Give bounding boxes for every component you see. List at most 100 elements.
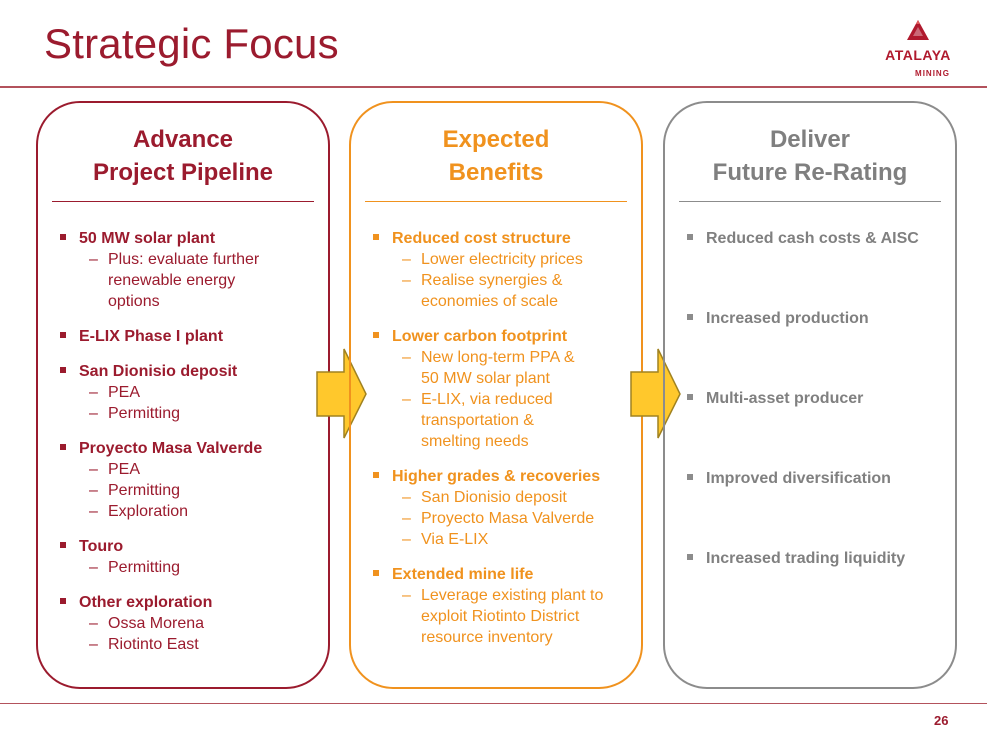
square-bullet-icon bbox=[373, 570, 379, 576]
square-bullet-icon bbox=[687, 314, 693, 320]
column-heading-line2: Project Pipeline bbox=[92, 159, 274, 186]
bullet-item: Higher grades & recoveries–San Dionisio … bbox=[373, 466, 629, 550]
square-bullet-icon bbox=[373, 472, 379, 478]
sub-bullet-item: –San Dionisio deposit bbox=[392, 487, 629, 508]
sub-bullet-text: E-LIX, via reduced bbox=[421, 391, 553, 408]
dash-marker: – bbox=[402, 531, 411, 548]
sub-bullet-item: –Realise synergies & bbox=[392, 270, 629, 291]
bullet-item: Proyecto Masa Valverde –PEA –Permitting–Ex… bbox=[60, 438, 316, 522]
dash-marker: – bbox=[89, 636, 98, 653]
square-bullet-icon bbox=[60, 542, 66, 548]
bullet-label: Reduced cost structure bbox=[392, 230, 571, 247]
bullet-label: Improved diversification bbox=[706, 470, 891, 487]
sub-bullet-text: Permitting bbox=[108, 482, 181, 499]
sub-bullet-text: PEA bbox=[108, 461, 141, 478]
dash-marker: – bbox=[402, 587, 411, 604]
square-bullet-icon bbox=[60, 332, 66, 338]
column-heading-line2: Benefits bbox=[448, 159, 544, 186]
sub-bullet-item: –Riotinto East bbox=[79, 634, 316, 655]
sub-bullet-item: –Lower electricity prices bbox=[392, 249, 629, 270]
dash-marker: – bbox=[89, 251, 98, 268]
sub-bullet-item: –Proyecto Masa Valverde bbox=[392, 508, 629, 529]
sub-bullet-item: –Via E-LIX bbox=[392, 529, 629, 550]
sub-bullet-item: renewable energy bbox=[79, 270, 316, 291]
dash-marker: – bbox=[89, 405, 98, 422]
bullet-label: 50 MW solar plant bbox=[79, 230, 216, 247]
dash-marker: – bbox=[402, 489, 411, 506]
sub-bullet-text: Plus: evaluate further bbox=[108, 251, 260, 268]
bullet-label: E-LIX Phase I plant bbox=[79, 328, 224, 345]
bullet-label: Proyecto Masa Valverde bbox=[79, 440, 263, 457]
bullet-label: Increased trading liquidity bbox=[706, 550, 906, 567]
sub-bullet-item: –New long-term PPA & bbox=[392, 347, 629, 368]
column-separator bbox=[365, 201, 627, 202]
sub-bullet-text: economies of scale bbox=[421, 293, 558, 310]
square-bullet-icon bbox=[373, 234, 379, 240]
sub-bullet-item: options bbox=[79, 291, 316, 312]
sub-bullet-text: Via E-LIX bbox=[421, 531, 489, 548]
bullet-item: Touro–Permitting bbox=[60, 536, 316, 578]
dash-marker: – bbox=[89, 384, 98, 401]
bullet-label: Increased production bbox=[706, 310, 869, 327]
column-heading-line2: Future Re-Rating bbox=[712, 159, 908, 186]
sub-bullet-text: PEA bbox=[108, 384, 141, 401]
dash-marker: – bbox=[89, 482, 98, 499]
bullet-item: Improved diversification bbox=[687, 468, 943, 489]
square-bullet-icon bbox=[60, 234, 66, 240]
sub-bullet-text: Ossa Morena bbox=[108, 615, 205, 632]
dash-marker: – bbox=[402, 251, 411, 268]
square-bullet-icon bbox=[687, 394, 693, 400]
bullet-label: Lower carbon footprint bbox=[392, 328, 568, 345]
bullet-item: Multi-asset producer bbox=[687, 388, 943, 409]
sub-bullet-text: Lower electricity prices bbox=[421, 251, 583, 268]
sub-bullet-text: Riotinto East bbox=[108, 636, 199, 653]
column-heading: Deliver Future Re-Rating bbox=[665, 123, 955, 189]
sub-bullet-text: Permitting bbox=[108, 559, 181, 576]
bullet-label: Other exploration bbox=[79, 594, 213, 611]
column-heading: Expected Benefits bbox=[351, 123, 641, 189]
square-bullet-icon bbox=[687, 234, 693, 240]
sub-bullet-item: transportation & bbox=[392, 410, 629, 431]
bullet-label: Extended mine life bbox=[392, 566, 534, 583]
column-items: 50 MW solar plant–Plus: evaluate further… bbox=[60, 228, 316, 669]
dash-marker: – bbox=[402, 349, 411, 366]
bullet-item: Increased trading liquidity bbox=[687, 548, 943, 569]
column-items: Reduced cost structure–Lower electricity… bbox=[373, 228, 629, 662]
dash-marker: – bbox=[89, 615, 98, 632]
sub-bullet-text: renewable energy bbox=[108, 272, 236, 289]
sub-bullet-item: exploit Riotinto District bbox=[392, 606, 629, 627]
sub-bullet-text: Leverage existing plant to bbox=[421, 587, 604, 604]
dash-marker: – bbox=[89, 559, 98, 576]
page-number: 26 bbox=[934, 713, 949, 728]
dash-marker: – bbox=[402, 510, 411, 527]
sub-bullet-item: –Ossa Morena bbox=[79, 613, 316, 634]
square-bullet-icon bbox=[60, 367, 66, 373]
sub-bullet-text: 50 MW solar plant bbox=[421, 370, 550, 387]
sub-bullet-item: –Exploration bbox=[79, 501, 316, 522]
bullet-item: Lower carbon footprint –New long-term PPA… bbox=[373, 326, 629, 452]
bullet-item: San Dionisio deposit–PEA–Permitting bbox=[60, 361, 316, 424]
bullet-label: Higher grades & recoveries bbox=[392, 468, 601, 485]
sub-bullet-item: –Permitting bbox=[79, 557, 316, 578]
column-heading-line1: Advance bbox=[132, 126, 234, 153]
company-logo: ATALAYA MINING bbox=[868, 20, 968, 84]
header-divider bbox=[0, 86, 987, 88]
column-advance-pipeline: Advance Project Pipeline 50 MW solar pla… bbox=[36, 101, 330, 689]
square-bullet-icon bbox=[60, 444, 66, 450]
sub-bullet-text: Exploration bbox=[108, 503, 189, 520]
arrow-right-icon bbox=[630, 348, 681, 439]
square-bullet-icon bbox=[60, 598, 66, 604]
sub-bullet-item: 50 MW solar plant bbox=[392, 368, 629, 389]
arrow-right-icon bbox=[316, 348, 367, 439]
sub-bullet-item: –Permitting bbox=[79, 480, 316, 501]
square-bullet-icon bbox=[687, 554, 693, 560]
logo-name: ATALAYA bbox=[885, 47, 951, 63]
sub-bullet-text: San Dionisio deposit bbox=[421, 489, 567, 506]
page-title: Strategic Focus bbox=[44, 20, 339, 67]
dash-marker: – bbox=[402, 272, 411, 289]
sub-bullet-text: Proyecto Masa Valverde bbox=[421, 510, 595, 527]
sub-bullet-text: New long-term PPA & bbox=[421, 349, 575, 366]
sub-bullet-text: smelting needs bbox=[421, 433, 529, 450]
column-separator bbox=[679, 201, 941, 202]
